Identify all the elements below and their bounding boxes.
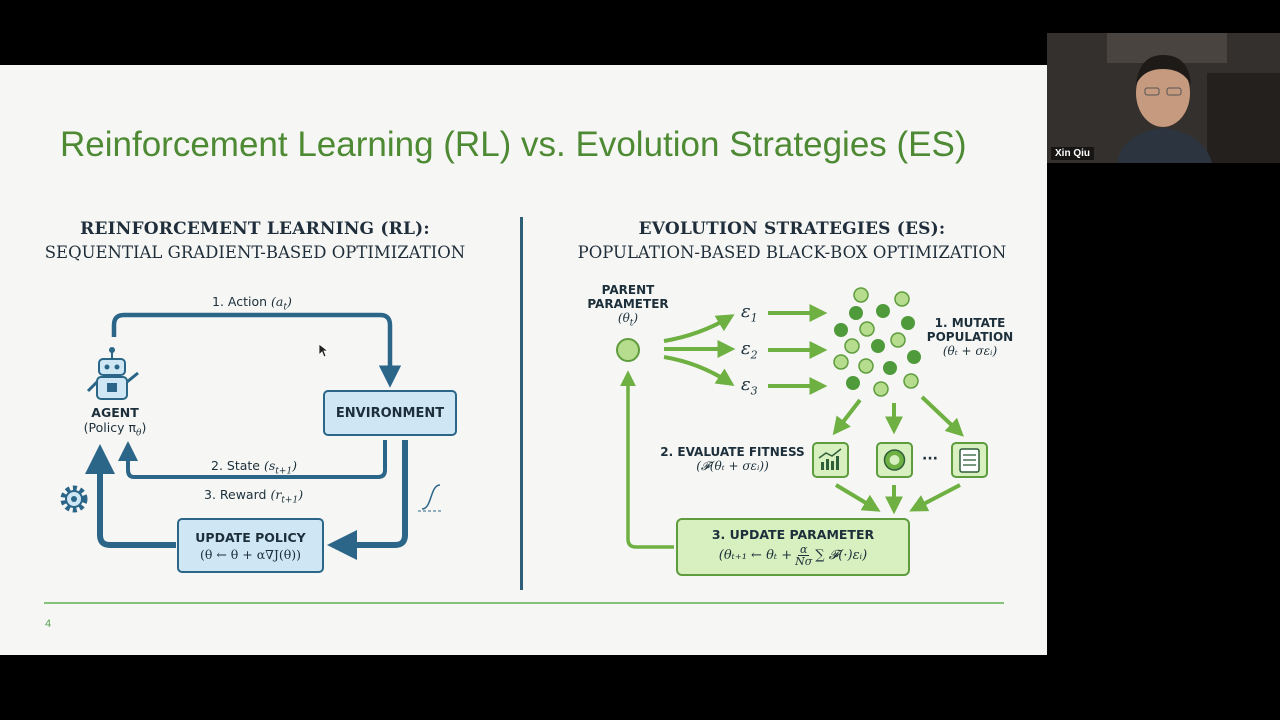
update-parameter-formula: (θₜ₊₁ ← θₜ + α Nσ ∑ 𝓕(·)εᵢ) [718,543,868,568]
gear-icon [60,485,88,513]
mutate-label-line1: 1. MUTATE [934,316,1006,330]
reward-label: 3. Reward (rt+1) [204,487,304,506]
epsilon-1: ε1 [741,301,758,325]
agent-label: AGENT [91,405,139,420]
parent-label-line1: PARENT [601,283,655,297]
evaluate-label: 2. EVALUATE FITNESS [660,445,805,459]
mutate-formula: (θₜ + σεᵢ) [942,344,998,358]
rl-subheading: SEQUENTIAL GRADIENT-BASED OPTIMIZATION [44,243,466,262]
mutate-label-block: 1. MUTATE POPULATION (θₜ + σεᵢ) [920,316,1020,358]
update-policy-box: UPDATE POLICY (θ ← θ + α∇J(θ)) [177,518,324,573]
ellipsis: ··· [922,451,938,467]
presentation-slide: Reinforcement Learning (RL) vs. Evolutio… [0,65,1047,655]
epsilon-2: ε2 [741,338,758,362]
action-label: 1. Action (at) [212,294,292,313]
mouse-cursor-icon [319,344,329,358]
participant-video [1047,33,1280,163]
mutate-label-line2: POPULATION [926,330,1014,344]
reward-arrow [327,440,408,560]
environment-box: ENVIRONMENT [323,390,457,436]
agent-policy-label: (Policy πθ) [83,420,147,439]
chart-icon [812,442,849,478]
update-fraction: α Nσ [795,543,813,568]
checklist-icon [951,442,988,478]
action-arrow [111,312,402,388]
rl-heading-block: REINFORCEMENT LEARNING (RL): SEQUENTIAL … [30,219,480,262]
evaluate-label-block: 2. EVALUATE FITNESS (𝓕(θₜ + σεᵢ)) [660,445,805,474]
diagram-graphics [60,287,988,560]
slide-page-number: 4 [45,618,52,630]
participant-video-tile[interactable]: Xin Qiu [1047,33,1280,163]
slide-title: Reinforcement Learning (RL) vs. Evolutio… [60,125,967,164]
parent-label-line2: PARAMETER [587,297,669,311]
participant-name: Xin Qiu [1051,147,1094,160]
update-parameter-title: 3. UPDATE PARAMETER [711,527,875,542]
evaluate-formula: (𝓕(θₜ + σεᵢ)) [696,459,769,473]
agent-label-block: AGENT (Policy πθ) [70,405,160,439]
robot-icon [86,347,139,400]
update-policy-title: UPDATE POLICY [195,529,306,545]
reward-curve-icon [418,484,442,512]
state-arrow [118,440,387,479]
badge-icon [876,442,913,478]
update-parameter-box: 3. UPDATE PARAMETER (θₜ₊₁ ← θₜ + α Nσ ∑ … [676,518,910,576]
update-to-agent-arrow [85,444,176,548]
slide-bottom-rule [44,602,1004,604]
es-heading: EVOLUTION STRATEGIES (ES): [638,219,946,239]
column-divider [520,217,523,590]
parent-math: (θt) [617,311,639,329]
es-heading-block: EVOLUTION STRATEGIES (ES): POPULATION-BA… [562,219,1022,262]
feedback-arrow [620,370,674,549]
epsilon-3: ε3 [741,374,758,398]
parent-node [616,338,640,362]
population-dots [833,287,921,397]
parent-label-block: PARENT PARAMETER (θt) [578,283,678,328]
update-policy-formula: (θ ← θ + α∇J(θ)) [199,546,302,562]
rl-heading: REINFORCEMENT LEARNING (RL): [80,219,430,239]
es-subheading: POPULATION-BASED BLACK-BOX OPTIMIZATION [577,243,1007,262]
state-label: 2. State (st+1) [211,458,298,477]
